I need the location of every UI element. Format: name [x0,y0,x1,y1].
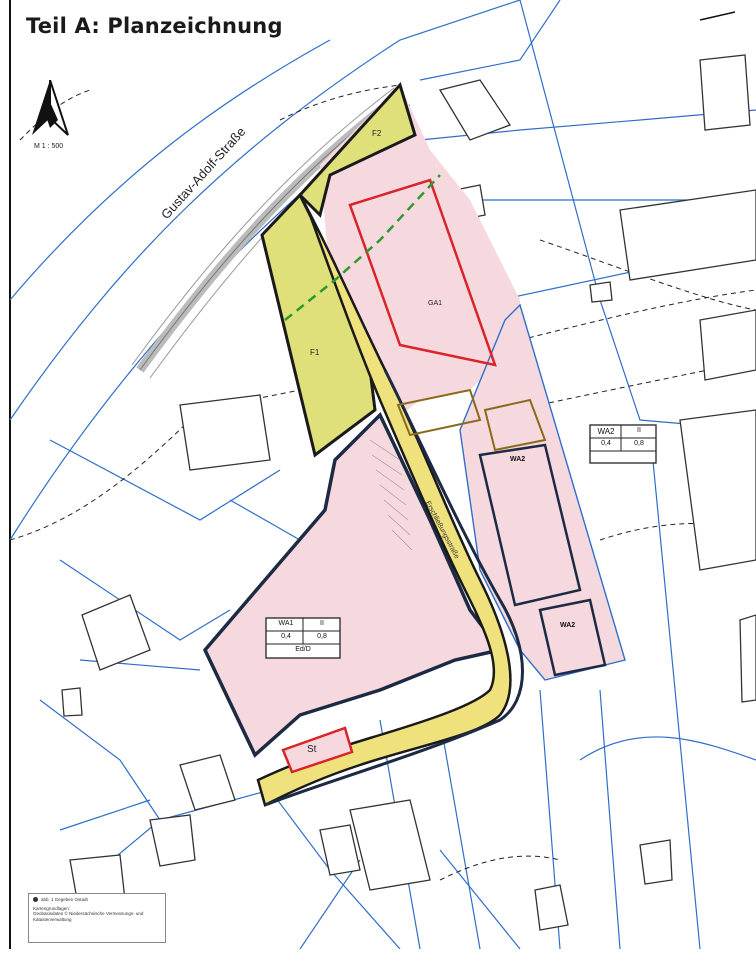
st-label: St [307,744,317,755]
existing-buildings [61,54,756,931]
wa2-mark-north: WA2 [510,456,526,463]
wa2-mark-south: WA2 [560,622,576,629]
wa2-storeys: II [637,427,641,434]
wa1-area [202,412,504,758]
legend-box: abb. 1 Gegeben Ostadt Kartengrundlagen: … [28,893,166,943]
legend-line-3: Geobasisdaten © Niedersächsische Vermess… [33,911,144,922]
scale-label: M 1 : 500 [34,143,64,150]
wa1-name: WA1 [278,620,294,627]
st-parking-area [281,726,354,774]
ga1-label: GA1 [428,300,443,307]
wa2-nutzungsschablone [589,424,657,464]
f1-label: F1 [310,348,320,357]
wa1-nutzungsschablone [265,617,341,659]
wa2-build-boundaries [478,443,607,677]
north-arrow-icon [28,79,88,160]
wa2-gfz: 0,8 [634,440,644,447]
wa1-storeys: II [320,620,324,627]
plan-boundary-line [264,369,524,807]
green-space-f2 [297,82,417,218]
wa1-grz: 0,4 [281,633,291,640]
legend-line-1: abb. 1 Gegeben Ostadt [41,897,88,902]
garage-outlines [396,388,547,452]
ga1-building-envelope [348,178,497,367]
wa1-gfz: 0,8 [317,633,327,640]
hatching [369,439,413,551]
legend-bullet-icon [33,897,38,903]
legend-line-2: Kartengrundlagen: [33,905,71,911]
wa2-name: WA2 [597,427,615,436]
green-dashed-line [284,174,441,321]
f2-label: F2 [372,129,382,138]
wa1-type: Ed/D [295,646,311,653]
page-title: Teil A: Planzeichnung [26,14,283,38]
wa2-grz: 0,4 [601,440,611,447]
frame-corner-mark [699,11,736,21]
